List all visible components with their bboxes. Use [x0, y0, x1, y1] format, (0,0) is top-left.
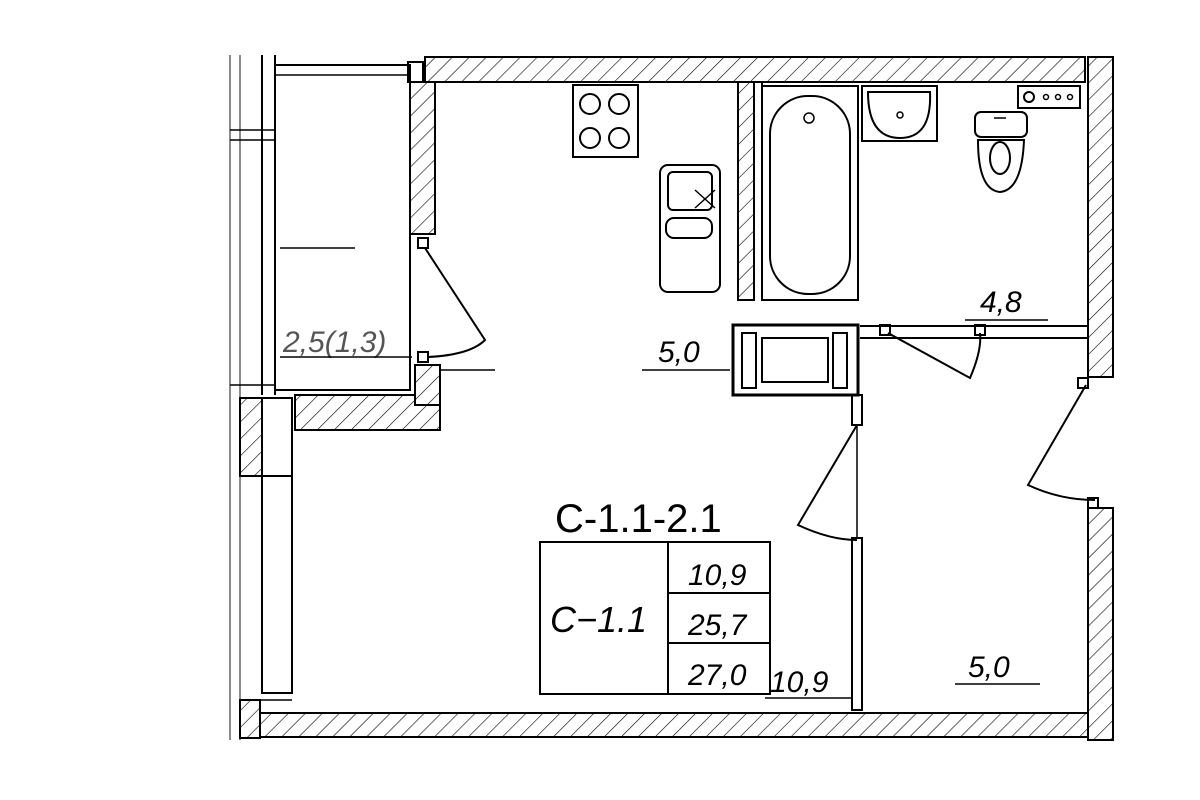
area-legend-table: С−1.1 10,9 25,7 27,0 [539, 541, 771, 695]
bathroom-door [887, 332, 982, 380]
balcony [229, 55, 495, 740]
washbasin-icon [861, 85, 938, 142]
kitchen [572, 84, 721, 293]
doors [796, 377, 1099, 711]
living-room-door [796, 424, 858, 541]
bathroom [731, 85, 1081, 397]
legend-value-total: 25,7 [687, 609, 748, 642]
toilet-icon [974, 111, 1028, 194]
boiler-icon [1017, 85, 1081, 109]
entrance-door [1026, 384, 1096, 501]
legend-value-total-with-balcony: 27,0 [687, 659, 747, 692]
sink-icon [659, 164, 721, 293]
living-area-label: 10,9 [770, 666, 829, 699]
room-labels: 2,5(1,3) 5,0 4,8 10,9 5,0 С-1.1-2.1 [280, 286, 1048, 699]
walls [239, 56, 1114, 741]
legend-value-living: 10,9 [688, 559, 747, 592]
apartment-code: С-1.1-2.1 [555, 497, 722, 541]
bathroom-area-label: 4,8 [980, 286, 1022, 319]
bathtub-icon [761, 85, 859, 301]
hall-area-label: 5,0 [968, 651, 1010, 684]
kitchen-area-label: 5,0 [658, 336, 700, 369]
ventilation-shaft-icon [731, 323, 860, 397]
balcony-area-label: 2,5(1,3) [282, 326, 386, 359]
apartment-type-label: С−1.1 [550, 599, 647, 640]
stove-icon [572, 84, 639, 158]
balcony-door [424, 247, 487, 358]
